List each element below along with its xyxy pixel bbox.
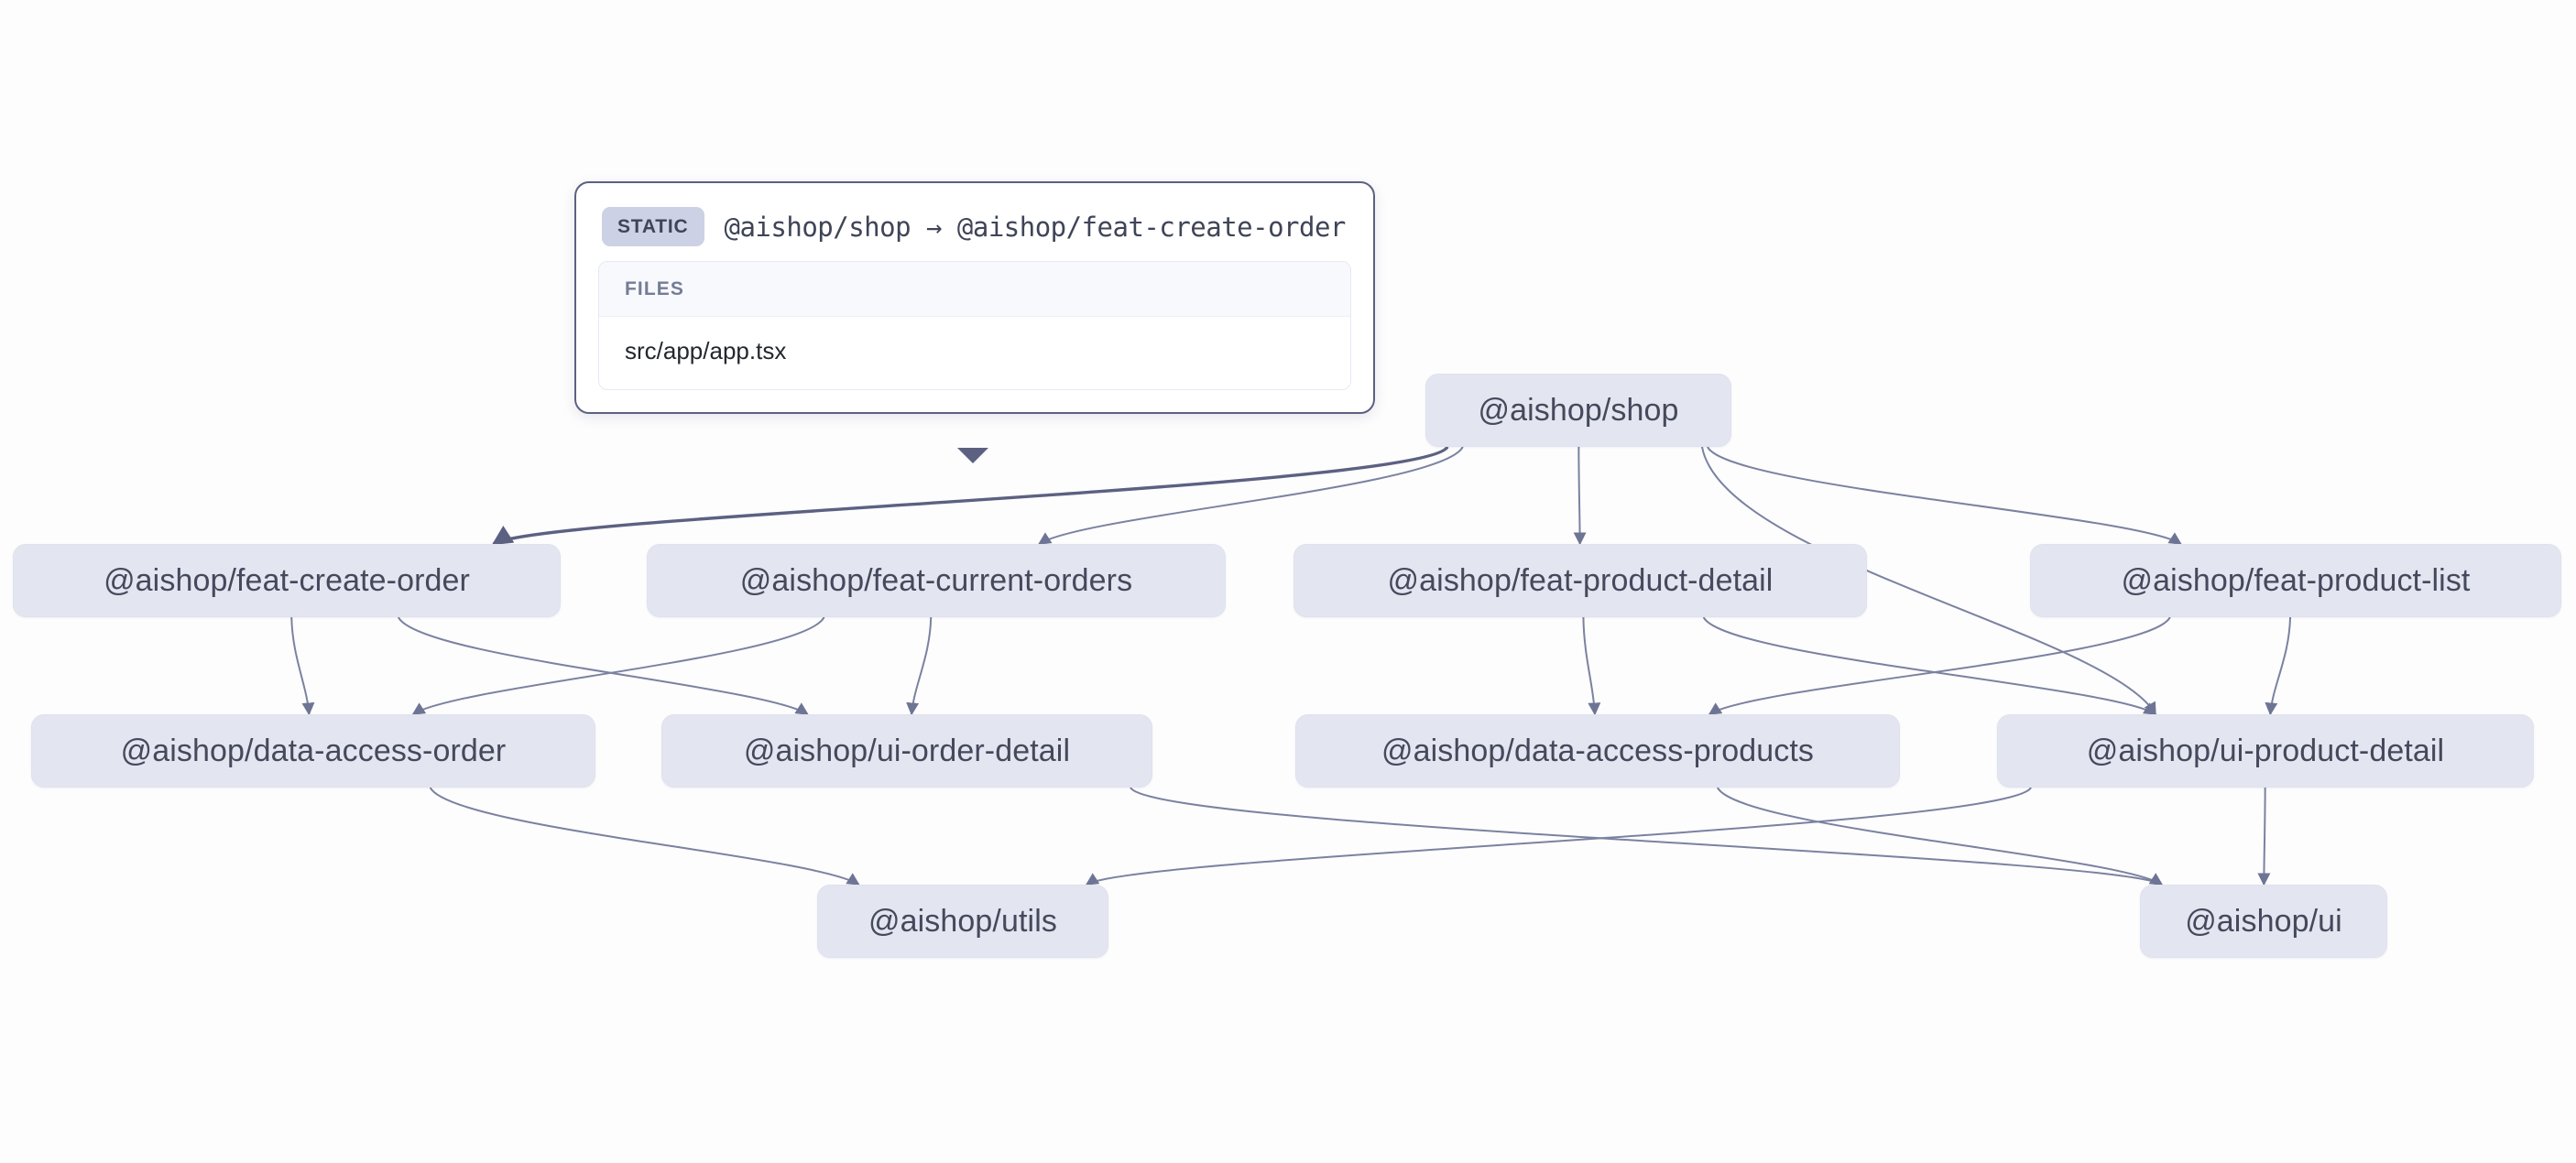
graph-edge-feat-product-detail-to-data-access-products[interactable] [1582, 616, 1601, 716]
graph-node-label: @aishop/ui-order-detail [743, 733, 1071, 768]
graph-edge-feat-product-list-to-ui-product-detail[interactable] [2265, 616, 2292, 716]
graph-edge-feat-create-order-to-ui-order-detail[interactable] [397, 616, 809, 715]
graph-node-shop[interactable]: @aishop/shop [1425, 374, 1731, 447]
graph-edge-shop-to-ui-product-detail[interactable] [1701, 446, 2156, 716]
graph-node-ui-order-detail[interactable]: @aishop/ui-order-detail [661, 714, 1152, 788]
tooltip-pointer-icon [957, 448, 988, 463]
graph-node-feat-current-orders[interactable]: @aishop/feat-current-orders [647, 544, 1226, 617]
files-panel: FILES src/app/app.tsx [598, 261, 1351, 390]
graph-node-feat-product-detail[interactable]: @aishop/feat-product-detail [1293, 544, 1867, 617]
graph-edge-ui-product-detail-to-utils[interactable] [1085, 787, 2032, 886]
edges-group [290, 445, 2292, 886]
edge-detail-tooltip[interactable]: STATIC @aishop/shop → @aishop/feat-creat… [574, 181, 1375, 414]
graph-node-feat-create-order[interactable]: @aishop/feat-create-order [13, 544, 561, 617]
graph-node-label: @aishop/feat-current-orders [739, 562, 1133, 598]
status-badge: STATIC [602, 207, 704, 246]
files-list: src/app/app.tsx [599, 317, 1350, 389]
graph-node-label: @aishop/feat-product-list [2121, 562, 2471, 598]
graph-edge-shop-to-feat-product-detail[interactable] [1573, 446, 1587, 546]
file-row[interactable]: src/app/app.tsx [625, 337, 787, 364]
graph-node-label: @aishop/ui [2185, 903, 2342, 939]
graph-node-label: @aishop/utils [868, 903, 1057, 939]
graph-node-label: @aishop/feat-create-order [104, 562, 470, 598]
graph-edge-feat-current-orders-to-ui-order-detail[interactable] [906, 616, 933, 716]
graph-edge-feat-product-detail-to-ui-product-detail[interactable] [1702, 616, 2157, 715]
graph-edge-feat-create-order-to-data-access-order[interactable] [290, 616, 315, 716]
graph-node-label: @aishop/shop [1478, 392, 1679, 428]
graph-edge-ui-product-detail-to-ui[interactable] [2257, 787, 2271, 886]
files-column-header: FILES [599, 262, 1350, 317]
graph-node-label: @aishop/ui-product-detail [2086, 733, 2445, 768]
graph-edge-shop-to-feat-product-list[interactable] [1707, 446, 2182, 545]
graph-node-data-access-order[interactable]: @aishop/data-access-order [31, 714, 595, 788]
graph-edge-feat-current-orders-to-data-access-order[interactable] [411, 616, 825, 715]
graph-edge-ui-order-detail-to-ui[interactable] [1130, 787, 2164, 886]
graph-node-utils[interactable]: @aishop/utils [817, 885, 1108, 958]
graph-node-label: @aishop/feat-product-detail [1387, 562, 1774, 598]
graph-node-ui-product-detail[interactable]: @aishop/ui-product-detail [1997, 714, 2534, 788]
graph-edge-data-access-products-to-ui[interactable] [1716, 787, 2164, 886]
graph-node-ui[interactable]: @aishop/ui [2140, 885, 2387, 958]
graph-edge-feat-product-list-to-data-access-products[interactable] [1708, 616, 2171, 715]
tooltip-header: STATIC @aishop/shop → @aishop/feat-creat… [598, 201, 1351, 261]
graph-node-data-access-products[interactable]: @aishop/data-access-products [1295, 714, 1900, 788]
graph-edge-data-access-order-to-utils[interactable] [429, 787, 860, 886]
graph-node-feat-product-list[interactable]: @aishop/feat-product-list [2030, 544, 2561, 617]
graph-edge-shop-to-feat-create-order[interactable] [491, 445, 1449, 546]
graph-node-label: @aishop/data-access-order [120, 733, 507, 768]
graph-edge-shop-to-feat-current-orders[interactable] [1037, 446, 1464, 545]
graph-node-label: @aishop/data-access-products [1381, 733, 1814, 768]
tooltip-title: @aishop/shop → @aishop/feat-create-order [724, 211, 1347, 243]
